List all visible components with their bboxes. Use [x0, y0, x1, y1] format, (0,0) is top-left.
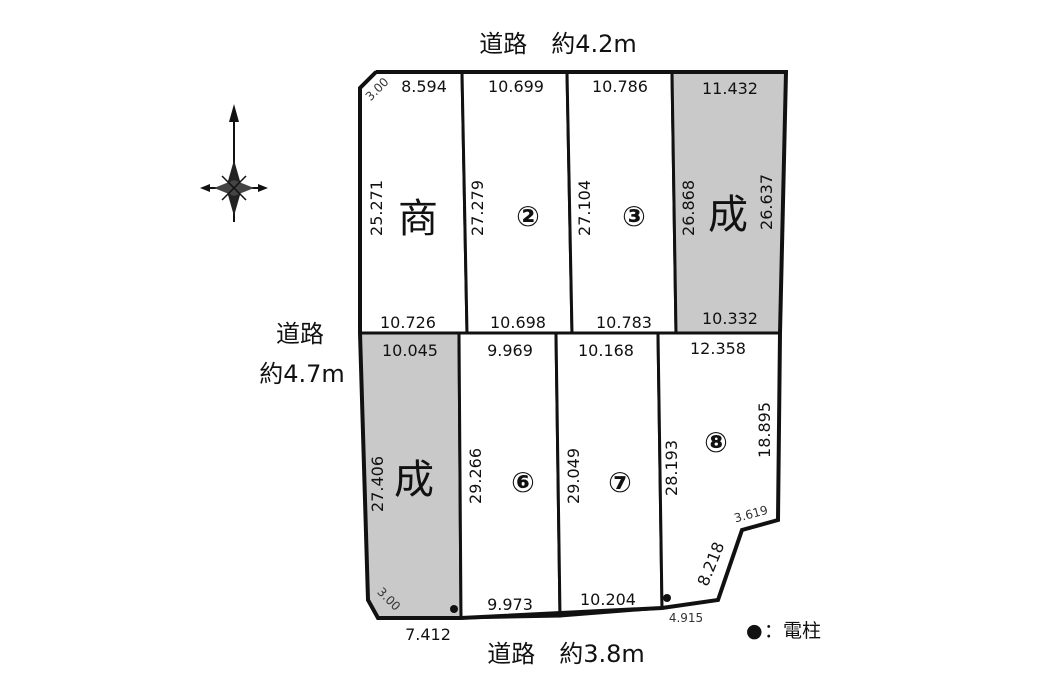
- lot-3-bottom-dim: 10.783: [596, 313, 652, 332]
- lot-2-bottom-dim: 10.698: [490, 313, 546, 332]
- lot-5-top-dim: 10.045: [382, 341, 438, 360]
- lot-8-bottom-dim: 4.915: [669, 611, 703, 625]
- legend: ● ：電柱: [746, 620, 821, 642]
- lot-1-bottom-dim: 10.726: [380, 313, 436, 332]
- lot-1-left-dim: 25.271: [367, 180, 386, 236]
- road-south-label: 道路 約3.8m: [487, 640, 645, 668]
- lot-4-right-dim: 26.637: [757, 174, 776, 230]
- legend-pole-marker: ●: [746, 620, 763, 642]
- lot-7-top-dim: 10.168: [578, 341, 634, 360]
- utility-pole-marker: [663, 594, 671, 602]
- lot-8-right-dim: 18.895: [755, 402, 774, 458]
- lot-1-mark: 商: [398, 196, 438, 242]
- lot-5-mark: 成: [394, 457, 434, 503]
- lot-7-mark: ⑦: [608, 466, 632, 499]
- lot-6-left-dim: 29.266: [466, 448, 485, 504]
- lot-8-top-dim: 12.358: [690, 339, 746, 358]
- legend-pole-label: ：電柱: [764, 620, 821, 642]
- lot-5-bottom-dim: 7.412: [405, 625, 451, 644]
- road-north-label: 道路 約4.2m: [479, 30, 637, 58]
- lot-7-bottom-dim: 10.204: [580, 590, 636, 609]
- utility-pole-marker: [450, 605, 458, 613]
- lot-7-left-dim: 29.049: [564, 448, 583, 504]
- lot-3-mark: ③: [622, 200, 646, 233]
- lot-6-top-dim: 9.969: [487, 341, 533, 360]
- road-west-label-line1: 道路: [276, 320, 324, 348]
- lot-3-top-dim: 10.786: [592, 77, 648, 96]
- road-west-label-line2: 約4.7m: [259, 360, 345, 388]
- lot-5-left-dim: 27.406: [368, 456, 387, 512]
- lot-4-top-dim: 11.432: [702, 79, 758, 98]
- lot-1-top-dim: 8.594: [401, 77, 447, 96]
- lot-3-left-dim: 27.104: [575, 180, 594, 236]
- lot-2-left-dim: 27.279: [468, 180, 487, 236]
- north-arrow-icon: [200, 104, 268, 222]
- lot-6-bottom-dim: 9.973: [487, 595, 533, 614]
- lot-8-left-dim: 28.193: [662, 440, 681, 496]
- lot-4-bottom-dim: 10.332: [702, 309, 758, 328]
- lot-6-mark: ⑥: [511, 466, 535, 499]
- lot-4-mark: 成: [708, 192, 748, 238]
- lot-2-mark: ②: [516, 200, 540, 233]
- site-boundary: [358, 70, 789, 620]
- lot-4-left-dim: 26.868: [679, 180, 698, 236]
- lot-2-top-dim: 10.699: [488, 77, 544, 96]
- lot-8-mark: ⑧: [704, 426, 728, 459]
